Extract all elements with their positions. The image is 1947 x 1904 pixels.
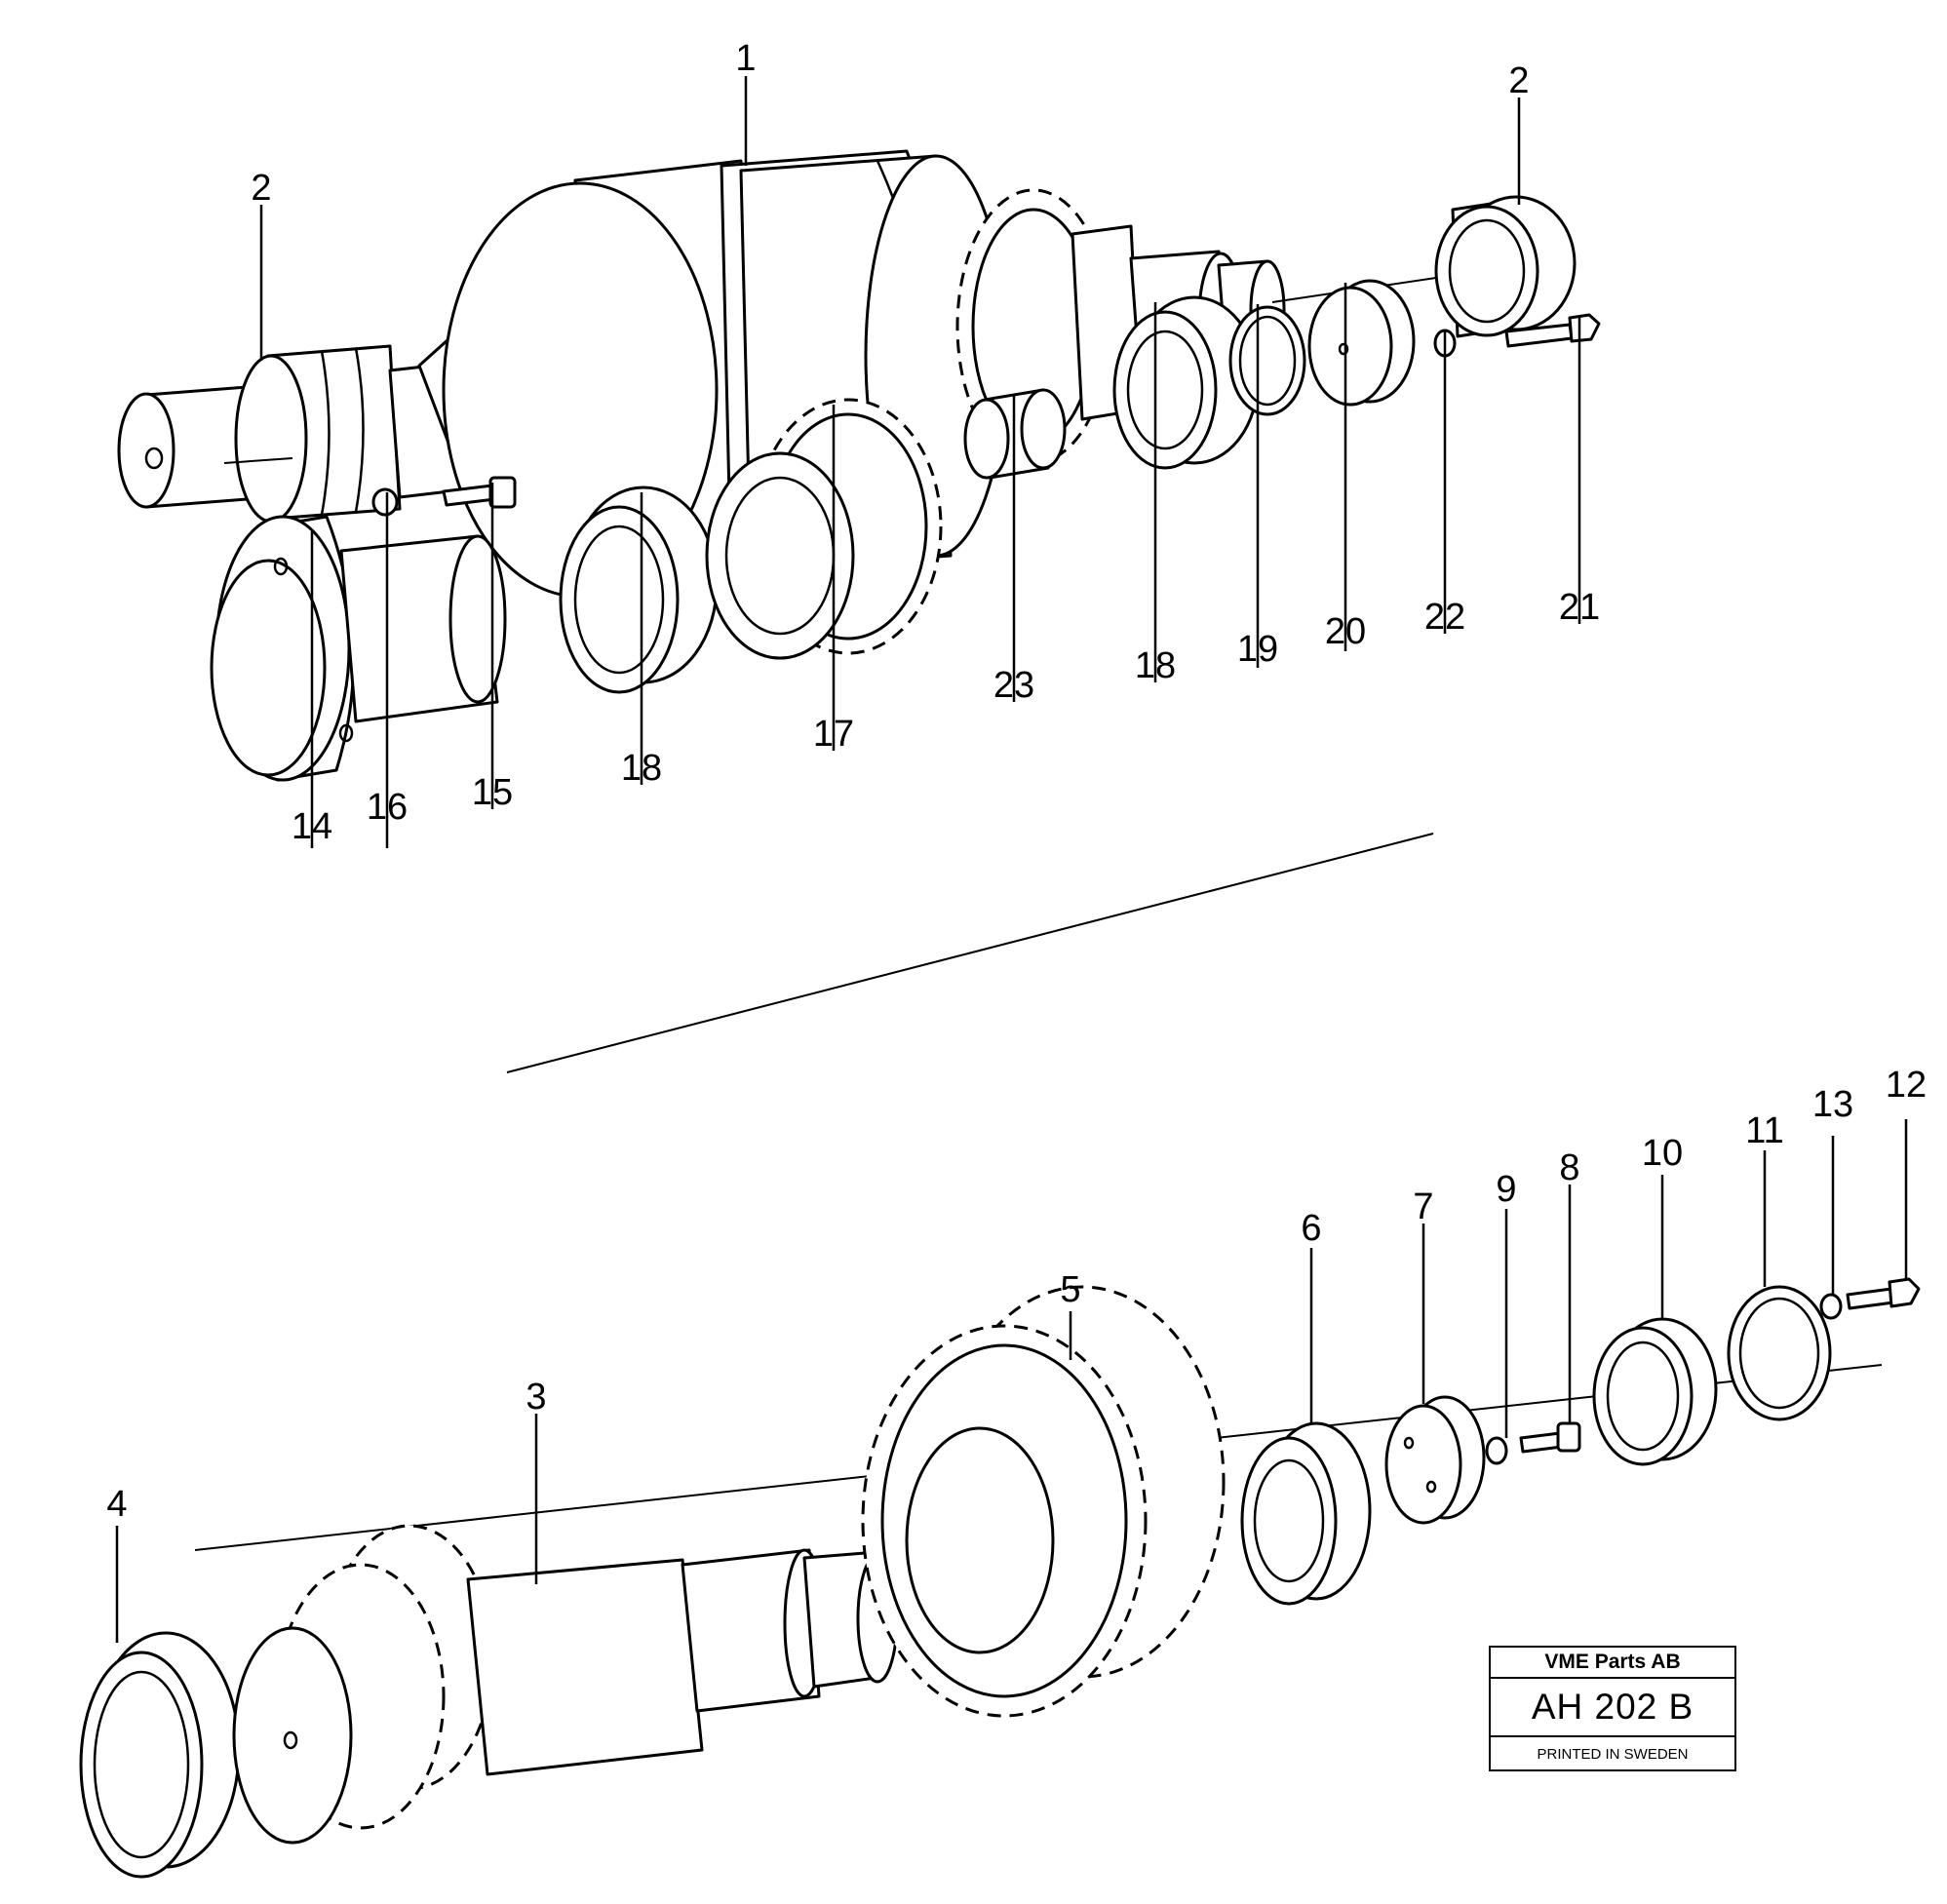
stamp-company: VME Parts AB (1491, 1648, 1734, 1679)
callout-5: 5 (1060, 1269, 1080, 1310)
lower-shaft-assembly (79, 1277, 1921, 1879)
callout-7: 7 (1413, 1186, 1433, 1227)
callout-8: 8 (1559, 1147, 1579, 1188)
callout-1: 1 (735, 38, 756, 79)
callout-14: 14 (292, 806, 332, 847)
callout-4: 4 (106, 1484, 127, 1525)
callout-11: 11 (1745, 1110, 1783, 1151)
callout-15: 15 (472, 772, 513, 813)
callout-22: 22 (1424, 597, 1465, 638)
callout-3: 3 (526, 1377, 546, 1418)
title-stamp: VME Parts AB AH 202 B PRINTED IN SWEDEN (1489, 1646, 1736, 1771)
callout-9: 9 (1496, 1169, 1516, 1210)
callout-18-right: 18 (1135, 645, 1176, 686)
callout-23: 23 (993, 665, 1034, 706)
callout-20: 20 (1325, 611, 1366, 652)
callout-13: 13 (1812, 1084, 1853, 1125)
callout-10: 10 (1642, 1133, 1683, 1174)
leader-lines (115, 76, 1908, 1643)
middle-assembly (210, 279, 1601, 1073)
callout-2-right: 2 (1508, 60, 1529, 101)
callout-18-left: 18 (621, 748, 662, 789)
callout-2-left: 2 (251, 168, 271, 209)
callout-17: 17 (813, 714, 854, 755)
callout-21: 21 (1559, 587, 1600, 628)
callout-labels: 1 2 2 14 16 15 18 17 23 18 19 20 22 21 3… (106, 38, 1927, 1525)
callout-19: 19 (1237, 629, 1278, 670)
stamp-printed: PRINTED IN SWEDEN (1537, 1746, 1689, 1763)
callout-16: 16 (367, 787, 408, 828)
callout-6: 6 (1301, 1208, 1321, 1249)
stamp-code: AH 202 B (1491, 1679, 1734, 1737)
callout-12: 12 (1886, 1065, 1927, 1106)
